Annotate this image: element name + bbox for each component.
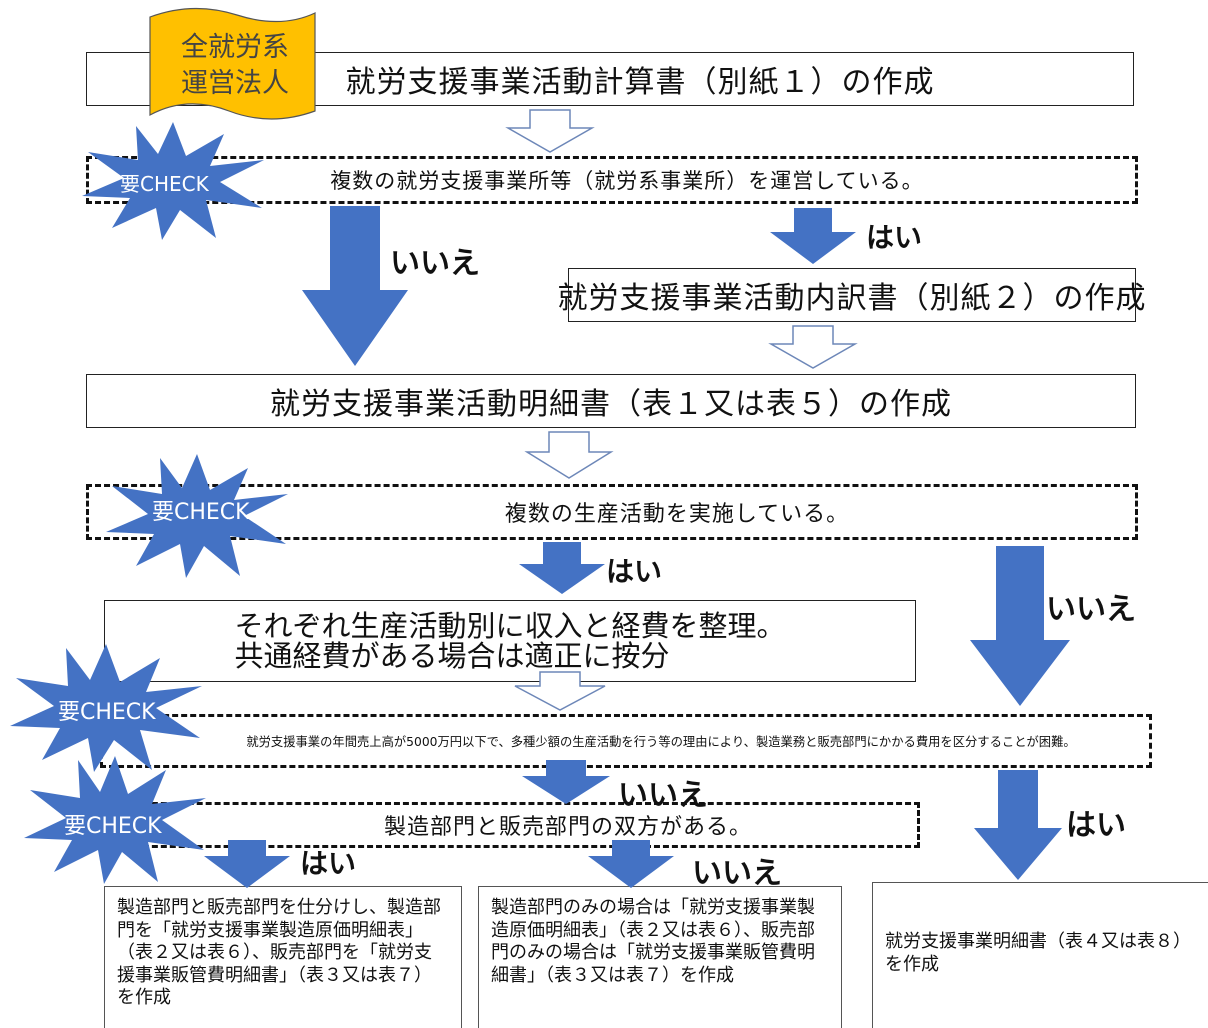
detail-statement-box: 就労支援事業活動明細書（表１又は表５）の作成 (86, 374, 1136, 428)
label-no-production: いいえ (1046, 592, 1136, 627)
check-burst-3 (10, 644, 202, 772)
label-no-difficult: いいえ (618, 778, 708, 813)
both-departments-question: 製造部門と販売部門の双方がある。 (116, 802, 920, 848)
result-one-text: 製造部門のみの場合は「就労支援事業製造原価明細表」（表２又は表６）、販売部門のみ… (491, 897, 815, 986)
hollow-arrow-2 (768, 325, 858, 369)
multiple-offices-text: 複数の就労支援事業所等（就労系事業所）を運営している。 (330, 169, 924, 193)
multiple-production-text: 複数の生産活動を実施している。 (504, 502, 850, 527)
breakdown-statement-text: 就労支援事業活動内訳書（別紙２）の作成 (557, 281, 1147, 316)
result-both-text: 製造部門と販売部門を仕分けし、製造部門を「就労支援事業製造原価明細表」（表２又は… (117, 897, 441, 1008)
calc-statement-text: 就労支援事業活動計算書（別紙１）の作成 (345, 65, 935, 100)
label-yes-production: はい (606, 555, 663, 588)
arrow-no-difficult (522, 760, 610, 804)
label-yes-both: はい (300, 847, 357, 880)
arrow-yes-both (204, 840, 290, 888)
breakdown-statement-box: 就労支援事業活動内訳書（別紙２）の作成 (558, 268, 1146, 322)
difficult-to-separate-text: 就労支援事業の年間売上高が5000万円以下で、多種少額の生産活動を行う等の理由に… (246, 735, 1076, 749)
arrow-yes-difficult (974, 770, 1062, 880)
sort-expenses-text: それぞれ生産活動別に収入と経費を整理。 共通経費がある場合は適正に按分 (234, 608, 786, 673)
label-no-offices: いいえ (390, 246, 480, 281)
arrow-no-production (970, 546, 1070, 706)
check-label-2: 要CHECK (152, 500, 250, 525)
arrow-yes-production (519, 542, 605, 594)
difficult-to-separate-question: 就労支援事業の年間売上高が5000万円以下で、多種少額の生産活動を行う等の理由に… (100, 714, 1152, 768)
check-label-3: 要CHECK (58, 700, 156, 725)
result-both-box: 製造部門と販売部門を仕分けし、製造部門を「就労支援事業製造原価明細表」（表２又は… (104, 886, 462, 1028)
arrow-no-both (588, 840, 674, 888)
arrow-yes-offices (770, 208, 856, 264)
sort-expenses-box: それぞれ生産活動別に収入と経費を整理。 共通経費がある場合は適正に按分 (104, 600, 916, 682)
label-yes-difficult: はい (1066, 808, 1126, 843)
check-label-4: 要CHECK (64, 814, 162, 839)
check-burst-2 (106, 454, 288, 578)
both-departments-text: 製造部門と販売部門の双方がある。 (383, 815, 752, 840)
hollow-arrow-1 (505, 109, 595, 153)
result-one-box: 製造部門のみの場合は「就労支援事業製造原価明細表」（表２又は表６）、販売部門のみ… (478, 886, 842, 1028)
check-label-1: 要CHECK (120, 172, 209, 196)
corporation-badge-label: 全就労系 運営法人 (181, 32, 289, 100)
hollow-arrow-4 (514, 671, 606, 711)
check-burst-4 (24, 756, 206, 884)
result-simple-box: 就労支援事業明細書（表４又は表８）を作成 (872, 882, 1208, 1028)
detail-statement-text: 就労支援事業活動明細書（表１又は表５）の作成 (270, 387, 952, 422)
label-yes-offices: はい (866, 221, 923, 254)
corporation-badge (149, 7, 316, 120)
hollow-arrow-3 (524, 431, 614, 479)
arrow-no-offices (302, 206, 408, 366)
multiple-offices-question: 複数の就労支援事業所等（就労系事業所）を運営している。 (86, 156, 1138, 204)
result-simple-text: 就労支援事業明細書（表４又は表８）を作成 (885, 931, 1191, 975)
check-burst-1 (82, 122, 264, 240)
multiple-production-question: 複数の生産活動を実施している。 (86, 484, 1138, 540)
label-no-both: いいえ (692, 856, 782, 891)
